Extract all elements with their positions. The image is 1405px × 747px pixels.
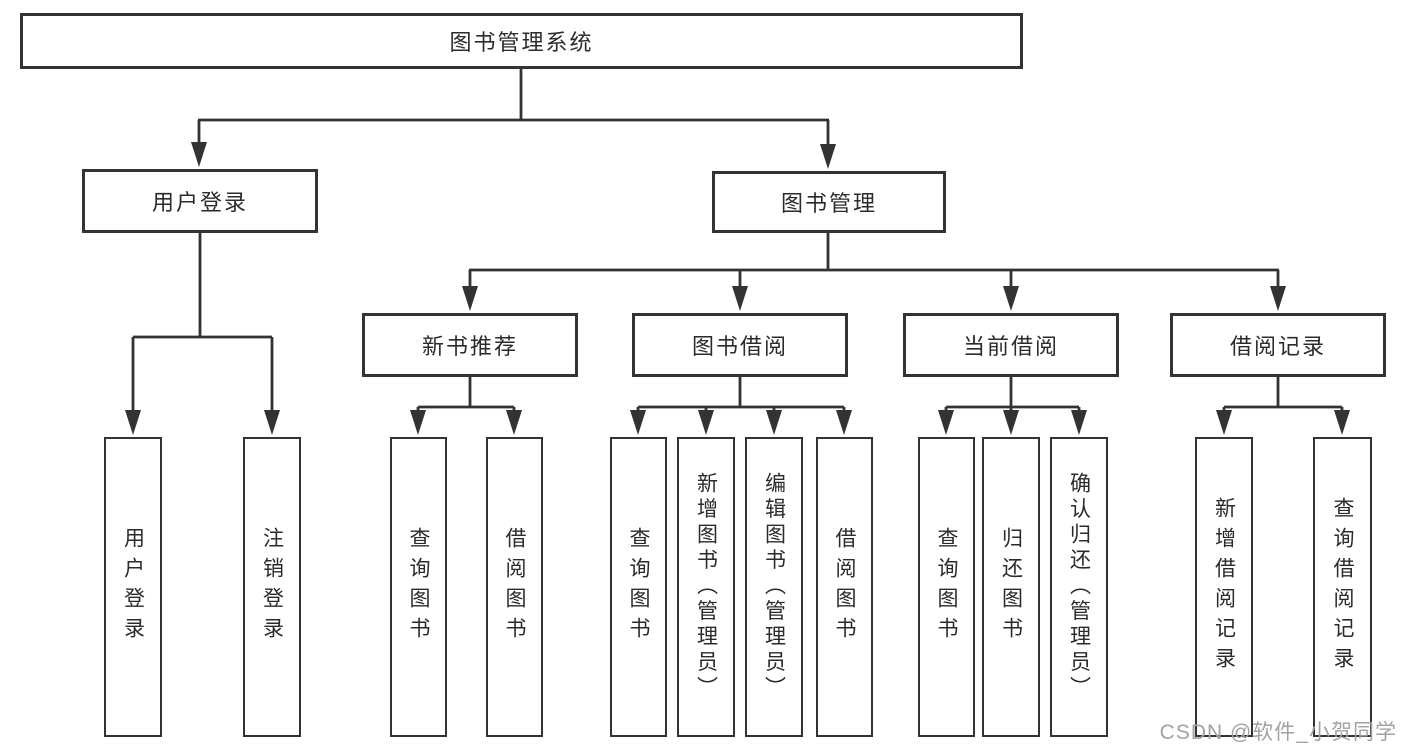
node-label: 查询图书	[407, 527, 430, 647]
leaf-borrow-books: 借阅图书	[816, 437, 873, 737]
leaf-query-books-borrow: 查询图书	[610, 437, 667, 737]
node-label: 图书管理	[780, 191, 877, 216]
node-label: 借阅图书	[833, 527, 856, 647]
node-label: 查询图书	[935, 527, 958, 647]
leaf-edit-books-admin: 编辑图书（管理员）	[745, 437, 803, 737]
leaf-add-borrow-record: 新增借阅记录	[1195, 437, 1253, 737]
leaf-user-login: 用户登录	[104, 437, 162, 737]
node-book-management: 图书管理	[712, 171, 946, 233]
node-label: 新书推荐	[421, 334, 518, 359]
leaf-query-borrow-record: 查询借阅记录	[1313, 437, 1372, 737]
node-label: 确认归还（管理员）	[1067, 472, 1091, 702]
node-user-login: 用户登录	[82, 169, 318, 233]
leaf-return-books: 归还图书	[982, 437, 1040, 737]
node-label: 新增借阅记录	[1212, 497, 1236, 677]
node-label: 编辑图书（管理员）	[762, 472, 786, 702]
leaf-query-books-current: 查询图书	[918, 437, 975, 737]
node-book-borrowing: 图书借阅	[632, 313, 848, 377]
node-label: 归还图书	[999, 527, 1023, 647]
csdn-watermark: CSDN @软件_小贺同学	[1159, 721, 1397, 744]
node-label: 图书借阅	[691, 334, 788, 359]
node-borrowing-records: 借阅记录	[1170, 313, 1386, 377]
node-label: 借阅记录	[1229, 334, 1326, 359]
node-current-borrowing: 当前借阅	[903, 313, 1119, 377]
node-label: 新增图书（管理员）	[694, 472, 718, 702]
leaf-borrow-books-recommend: 借阅图书	[486, 437, 543, 737]
leaf-logout: 注销登录	[243, 437, 301, 737]
leaf-confirm-return-admin: 确认归还（管理员）	[1050, 437, 1108, 737]
node-label: 查询借阅记录	[1331, 497, 1354, 677]
leaf-add-books-admin: 新增图书（管理员）	[677, 437, 735, 737]
node-label: 用户登录	[151, 190, 248, 215]
node-label: 当前借阅	[962, 334, 1059, 359]
node-label: 借阅图书	[503, 527, 526, 647]
node-label: 用户登录	[121, 527, 145, 647]
node-library-management-system: 图书管理系统	[20, 13, 1023, 69]
node-label: 注销登录	[260, 527, 284, 647]
node-new-book-recommend: 新书推荐	[362, 313, 578, 377]
leaf-query-books-recommend: 查询图书	[390, 437, 447, 737]
node-label: 查询图书	[627, 527, 650, 647]
node-label: 图书管理系统	[449, 30, 594, 55]
